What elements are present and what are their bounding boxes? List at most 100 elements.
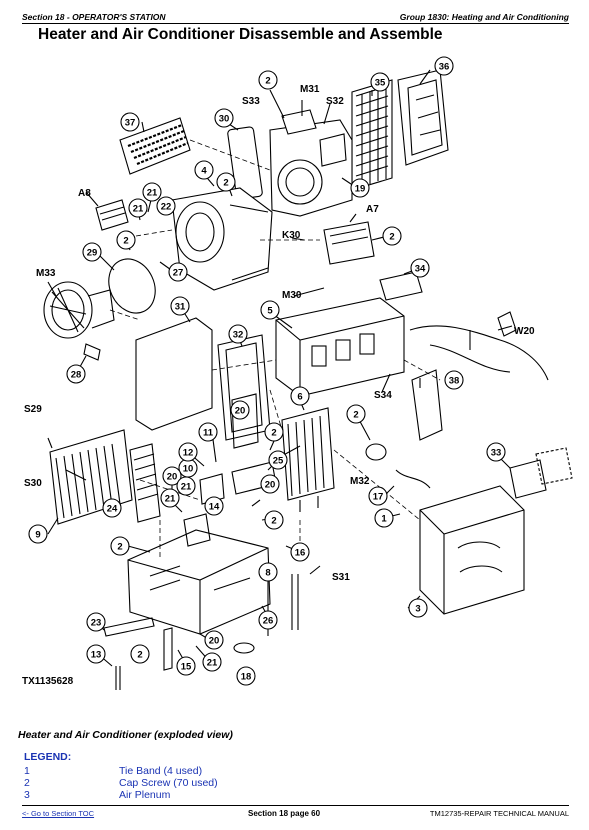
callout-number: 15 bbox=[181, 662, 192, 673]
callout-number: 38 bbox=[449, 376, 460, 387]
callout-circle bbox=[204, 496, 224, 516]
callout-18: 18 bbox=[236, 666, 256, 686]
callout-number: 2 bbox=[389, 232, 394, 243]
callout-number: 24 bbox=[107, 504, 118, 515]
footer-rule bbox=[22, 805, 569, 806]
callout-number: 21 bbox=[207, 658, 218, 669]
callout-number: 20 bbox=[209, 636, 220, 647]
callout-circle bbox=[216, 172, 236, 192]
ref-label-s31: S31 bbox=[332, 572, 350, 583]
callout-number: 37 bbox=[125, 118, 136, 129]
callout-28: 28 bbox=[66, 364, 86, 384]
callout-38: 38 bbox=[444, 370, 464, 390]
callout-26: 26 bbox=[258, 610, 278, 630]
callout-8: 8 bbox=[258, 562, 278, 582]
callout-circle bbox=[178, 442, 198, 462]
callout-circle bbox=[86, 612, 106, 632]
callout-circle bbox=[408, 598, 428, 618]
callout-circle bbox=[346, 404, 366, 424]
legend-item-text: Cap Screw (70 used) bbox=[119, 777, 218, 789]
callout-1: 1 bbox=[374, 508, 394, 528]
callout-11: 11 bbox=[198, 422, 218, 442]
filter-cover-part bbox=[397, 69, 449, 166]
callout-number: 14 bbox=[209, 502, 220, 513]
callout-number: 19 bbox=[355, 184, 366, 195]
callout-35: 35 bbox=[370, 72, 390, 92]
callout-circle bbox=[214, 108, 234, 128]
legend-item-number: 2 bbox=[24, 777, 30, 789]
callout-circle bbox=[236, 666, 256, 686]
callout-number: 31 bbox=[175, 302, 186, 313]
callout-20: 20 bbox=[204, 630, 224, 650]
ref-label-k30: K30 bbox=[282, 230, 301, 241]
callout-circle bbox=[258, 562, 278, 582]
callout-circle bbox=[260, 474, 280, 494]
callout-6: 6 bbox=[290, 386, 310, 406]
callout-circle bbox=[290, 386, 310, 406]
legend-item-number: 1 bbox=[24, 765, 30, 777]
callout-number: 27 bbox=[173, 268, 184, 279]
callout-number: 11 bbox=[203, 428, 214, 439]
ref-label-s29: S29 bbox=[24, 404, 42, 415]
callout-number: 28 bbox=[71, 370, 82, 381]
callout-circle bbox=[102, 498, 122, 518]
callout-number: 21 bbox=[165, 494, 176, 505]
toc-link[interactable]: <- Go to Section TOC bbox=[22, 809, 95, 818]
callout-circle bbox=[160, 488, 180, 508]
callout-circle bbox=[230, 400, 250, 420]
callout-number: 8 bbox=[265, 568, 270, 579]
callout-circle bbox=[66, 364, 86, 384]
callout-number: 36 bbox=[439, 62, 450, 73]
callout-circle bbox=[264, 510, 284, 530]
callout-number: 13 bbox=[91, 650, 102, 661]
callout-15: 15 bbox=[176, 656, 196, 676]
callout-22: 22 bbox=[156, 196, 176, 216]
callout-33: 33 bbox=[486, 442, 506, 462]
callout-29: 29 bbox=[82, 242, 102, 262]
callout-number: 2 bbox=[117, 542, 122, 553]
callout-2: 2 bbox=[264, 422, 284, 442]
callout-2: 2 bbox=[346, 404, 366, 424]
callout-number: 25 bbox=[273, 456, 284, 467]
callout-circle bbox=[82, 242, 102, 262]
callout-number: 2 bbox=[271, 516, 276, 527]
callout-circle bbox=[168, 262, 188, 282]
callout-number: 3 bbox=[415, 604, 420, 615]
ref-label-s32: S32 bbox=[326, 96, 344, 107]
callout-circle bbox=[258, 70, 278, 90]
callout-number: 9 bbox=[35, 530, 40, 541]
callout-circle bbox=[202, 652, 222, 672]
ref-label-a7: A7 bbox=[366, 204, 379, 215]
callout-number: 34 bbox=[415, 264, 426, 275]
ref-label-m33: M33 bbox=[36, 268, 56, 279]
callout-13: 13 bbox=[86, 644, 106, 664]
callout-30: 30 bbox=[214, 108, 234, 128]
callout-circle bbox=[28, 524, 48, 544]
callout-circle bbox=[176, 656, 196, 676]
callout-circle bbox=[128, 198, 148, 218]
callout-circle bbox=[120, 112, 140, 132]
callout-circle bbox=[110, 536, 130, 556]
callout-circle bbox=[264, 422, 284, 442]
callout-circle bbox=[290, 542, 310, 562]
callout-4: 4 bbox=[194, 160, 214, 180]
callout-34: 34 bbox=[410, 258, 430, 278]
callout-circle bbox=[198, 422, 218, 442]
callout-2: 2 bbox=[130, 644, 150, 664]
callout-number: 30 bbox=[219, 114, 230, 125]
legend-item-text: Air Plenum bbox=[119, 789, 171, 801]
callout-20: 20 bbox=[230, 400, 250, 420]
ref-label-w20: W20 bbox=[514, 326, 535, 337]
callout-2: 2 bbox=[110, 536, 130, 556]
callout-number: 32 bbox=[233, 330, 244, 341]
callout-2: 2 bbox=[216, 172, 236, 192]
legend-heading: LEGEND: bbox=[24, 751, 72, 763]
callout-circle bbox=[260, 300, 280, 320]
callout-21: 21 bbox=[160, 488, 180, 508]
legend-item-text: Tie Band (4 used) bbox=[119, 765, 203, 777]
callout-2: 2 bbox=[264, 510, 284, 530]
callout-circle bbox=[86, 644, 106, 664]
callout-3: 3 bbox=[408, 598, 428, 618]
manual-title: TM12735-REPAIR TECHNICAL MANUAL bbox=[429, 809, 569, 818]
